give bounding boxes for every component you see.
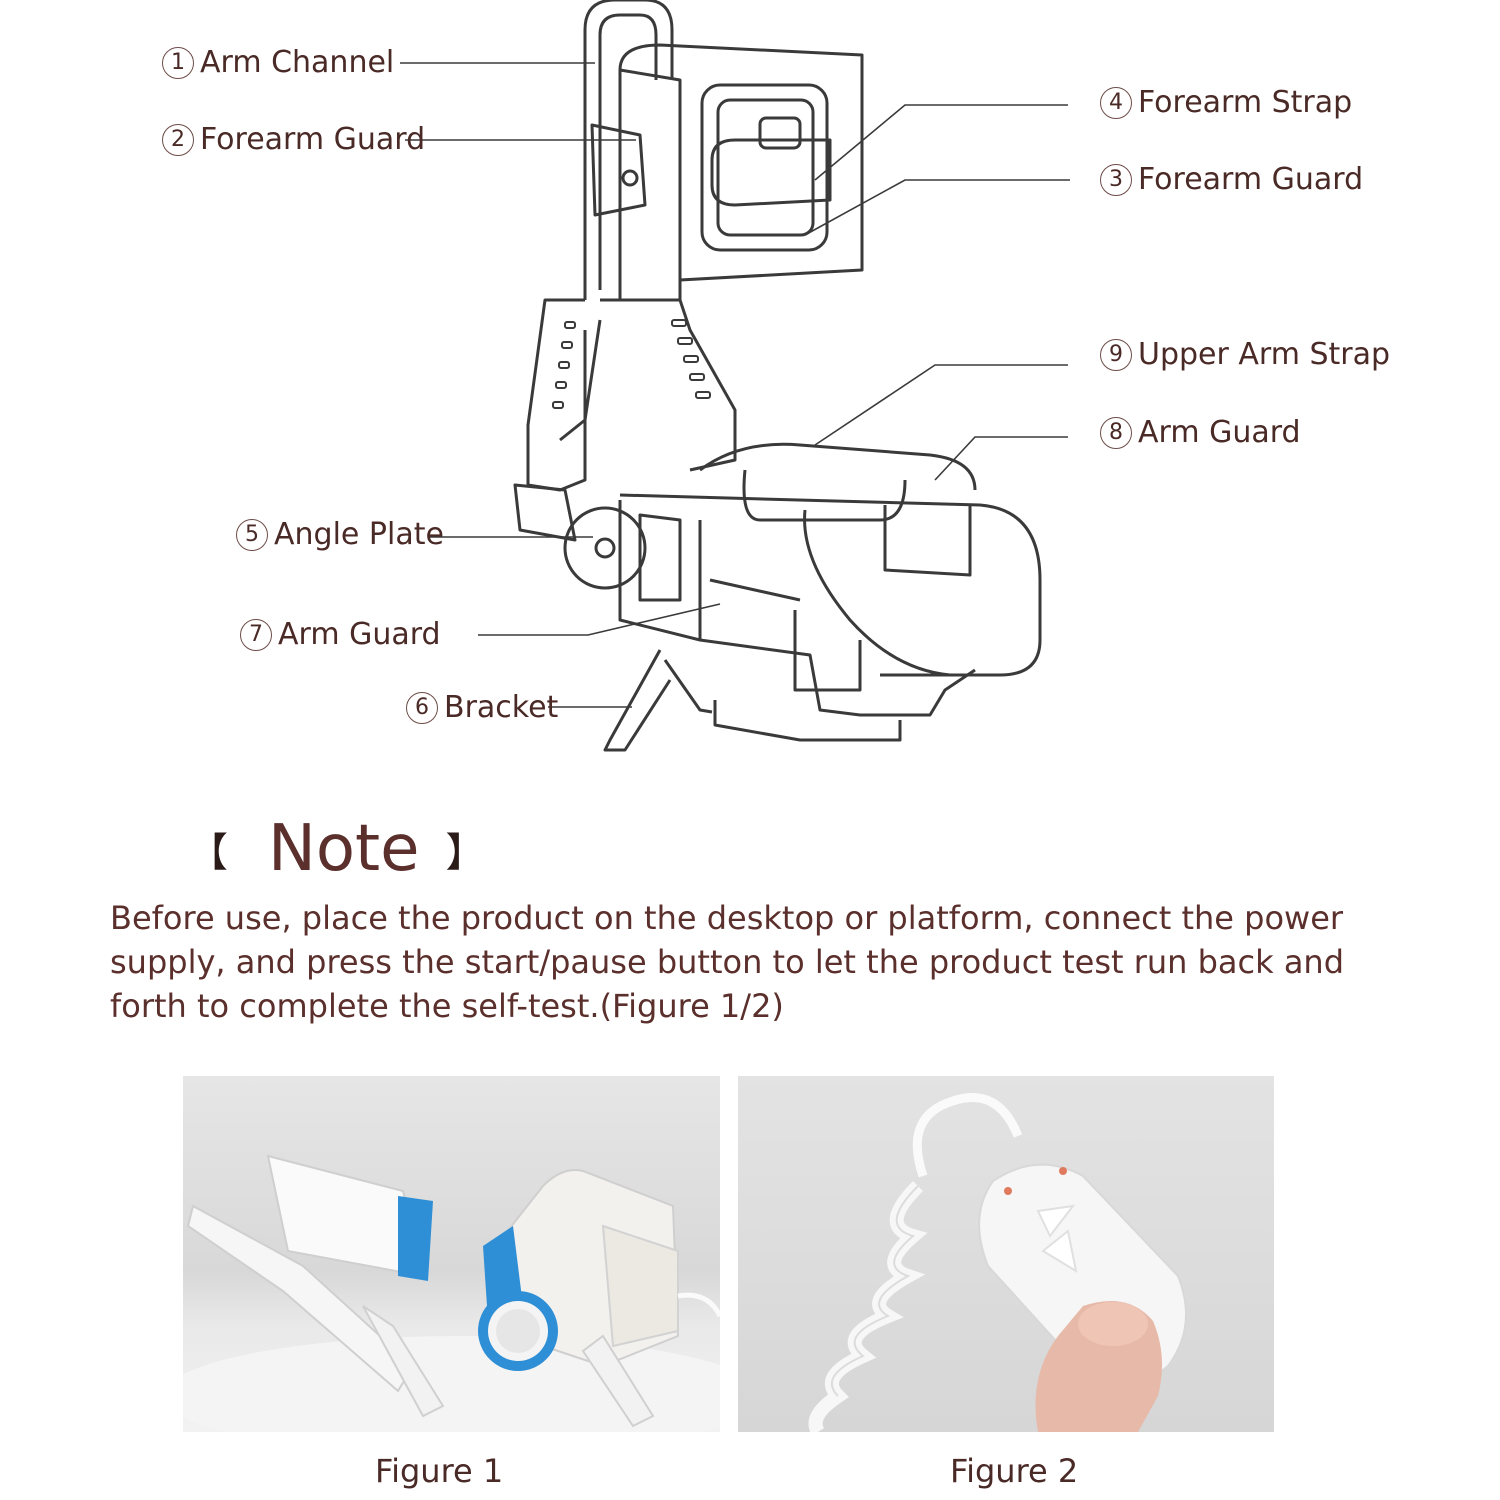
callout-label: Forearm Strap [1138, 85, 1353, 120]
note-bracket-open: 【 [188, 830, 228, 876]
callout-number: 6 [406, 691, 438, 724]
callout-number: 3 [1100, 163, 1132, 196]
callout-arm-guard-right: 8 Arm Guard [1100, 415, 1301, 450]
note-bracket-close: 】 [445, 830, 486, 876]
callout-forearm-guard-right: 3 Forearm Guard [1100, 162, 1363, 197]
callout-forearm-strap: 4 Forearm Strap [1100, 85, 1352, 120]
figure-1-photo [183, 1076, 720, 1432]
callout-label: Forearm Guard [200, 122, 426, 157]
callout-label: Upper Arm Strap [1138, 337, 1391, 372]
callout-arm-guard-left: 7 Arm Guard [240, 617, 441, 652]
callout-number: 7 [240, 618, 272, 651]
callout-label: Forearm Guard [1138, 162, 1364, 197]
callout-label: Arm Guard [278, 617, 441, 652]
callout-forearm-guard-left: 2 Forearm Guard [162, 122, 425, 157]
figure-2-caption: Figure 2 [950, 1452, 1079, 1490]
callout-number: 8 [1100, 416, 1132, 449]
callout-number: 2 [162, 123, 194, 156]
note-text: Before use, place the product on the des… [110, 899, 1345, 1025]
figure-1-caption: Figure 1 [375, 1452, 504, 1490]
callout-upper-arm-strap: 9 Upper Arm Strap [1100, 337, 1390, 372]
callout-number: 1 [162, 46, 194, 79]
callout-number: 4 [1100, 86, 1132, 119]
callout-arm-channel: 1 Arm Channel [162, 45, 394, 80]
figure-2-photo [738, 1076, 1274, 1432]
note-heading: 【 Note 】 [188, 812, 486, 886]
note-title: Note [268, 812, 420, 886]
device-photo-illustration [183, 1154, 720, 1432]
callout-bracket: 6 Bracket [406, 690, 558, 725]
remote-control-illustration [808, 1093, 1187, 1432]
callout-label: Angle Plate [274, 517, 444, 552]
device-line-drawing [400, 0, 1070, 752]
callout-label: Bracket [444, 690, 559, 725]
callout-number: 9 [1100, 338, 1132, 371]
callout-label: Arm Channel [200, 45, 395, 80]
callout-label: Arm Guard [1138, 415, 1301, 450]
callout-number: 5 [236, 518, 268, 551]
callout-angle-plate: 5 Angle Plate [236, 517, 444, 552]
